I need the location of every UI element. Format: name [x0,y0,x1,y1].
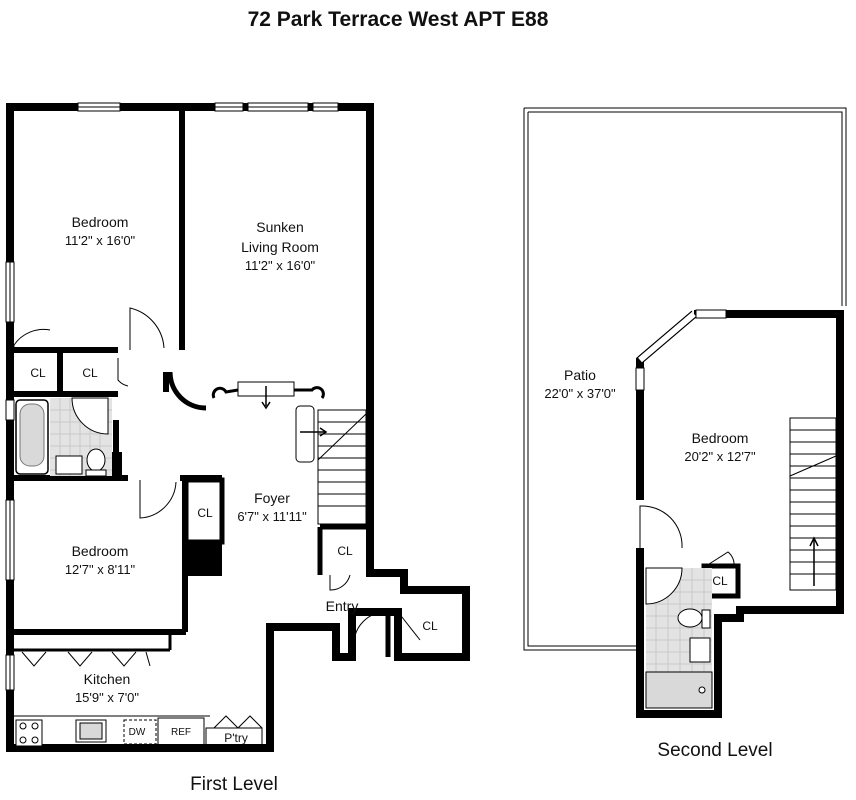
toilet [86,448,106,472]
closet-3-label: CL [197,506,213,520]
foyer-name: Foyer [254,490,290,506]
closet-wall-block [188,540,222,576]
sink [55,455,83,475]
foyer-dimensions: 6'7" x 11'11" [237,509,307,524]
closet-2-label: CL [82,366,98,380]
second-level-stairs [789,417,837,591]
living-room-dimensions: 11'2" x 16'0" [245,258,316,273]
second-level: CL Patio 22'0" x 37'0" Bedroom 20'2 [523,107,847,761]
second-bedroom-door [639,505,683,549]
bedroom-1-dimensions: 11'2" x 16'0" [65,233,136,248]
entry-name: Entry [326,598,359,614]
windows [5,102,339,691]
angled-window [635,309,727,391]
closet-1-label: CL [30,366,46,380]
second-closet-label: CL [712,574,728,588]
kitchen-dimensions: 15'9" x 7'0" [75,690,139,705]
refrigerator-label: REF [171,727,191,738]
kitchen-name: Kitchen [84,671,131,687]
first-level: CL CL CL CL CL DW REF P'try Bedroom 11'2… [5,102,470,795]
closet-frame [183,477,225,545]
closet-4-label: CL [337,544,353,558]
closet-5-label: CL [422,619,438,633]
bathtub-basin [19,403,45,467]
toilet-tank [85,469,107,477]
first-level-stairs [295,405,367,525]
dishwasher-label: DW [129,727,146,738]
second-bedroom-dimensions: 20'2" x 12'7" [684,449,756,464]
door-swings [13,307,421,645]
bedroom-2-name: Bedroom [72,543,129,559]
living-room-name-line2: Living Room [241,239,319,255]
first-level-caption: First Level [190,774,278,795]
pantry-label: P'try [224,731,248,745]
second-level-caption: Second Level [657,740,772,761]
living-room-railing [211,381,325,410]
second-bathroom [645,567,713,709]
patio-outline [523,107,847,651]
living-room-name-line1: Sunken [256,219,303,235]
bedroom-1-name: Bedroom [72,214,129,230]
patio-name: Patio [564,367,596,383]
kitchen-cabinets [14,651,263,747]
second-bedroom-name: Bedroom [692,430,749,446]
patio-dimensions: 22'0" x 37'0" [544,386,616,401]
plan-title: 72 Park Terrace West APT E88 [248,8,549,31]
bedroom-2-dimensions: 12'7" x 8'11" [65,562,136,577]
